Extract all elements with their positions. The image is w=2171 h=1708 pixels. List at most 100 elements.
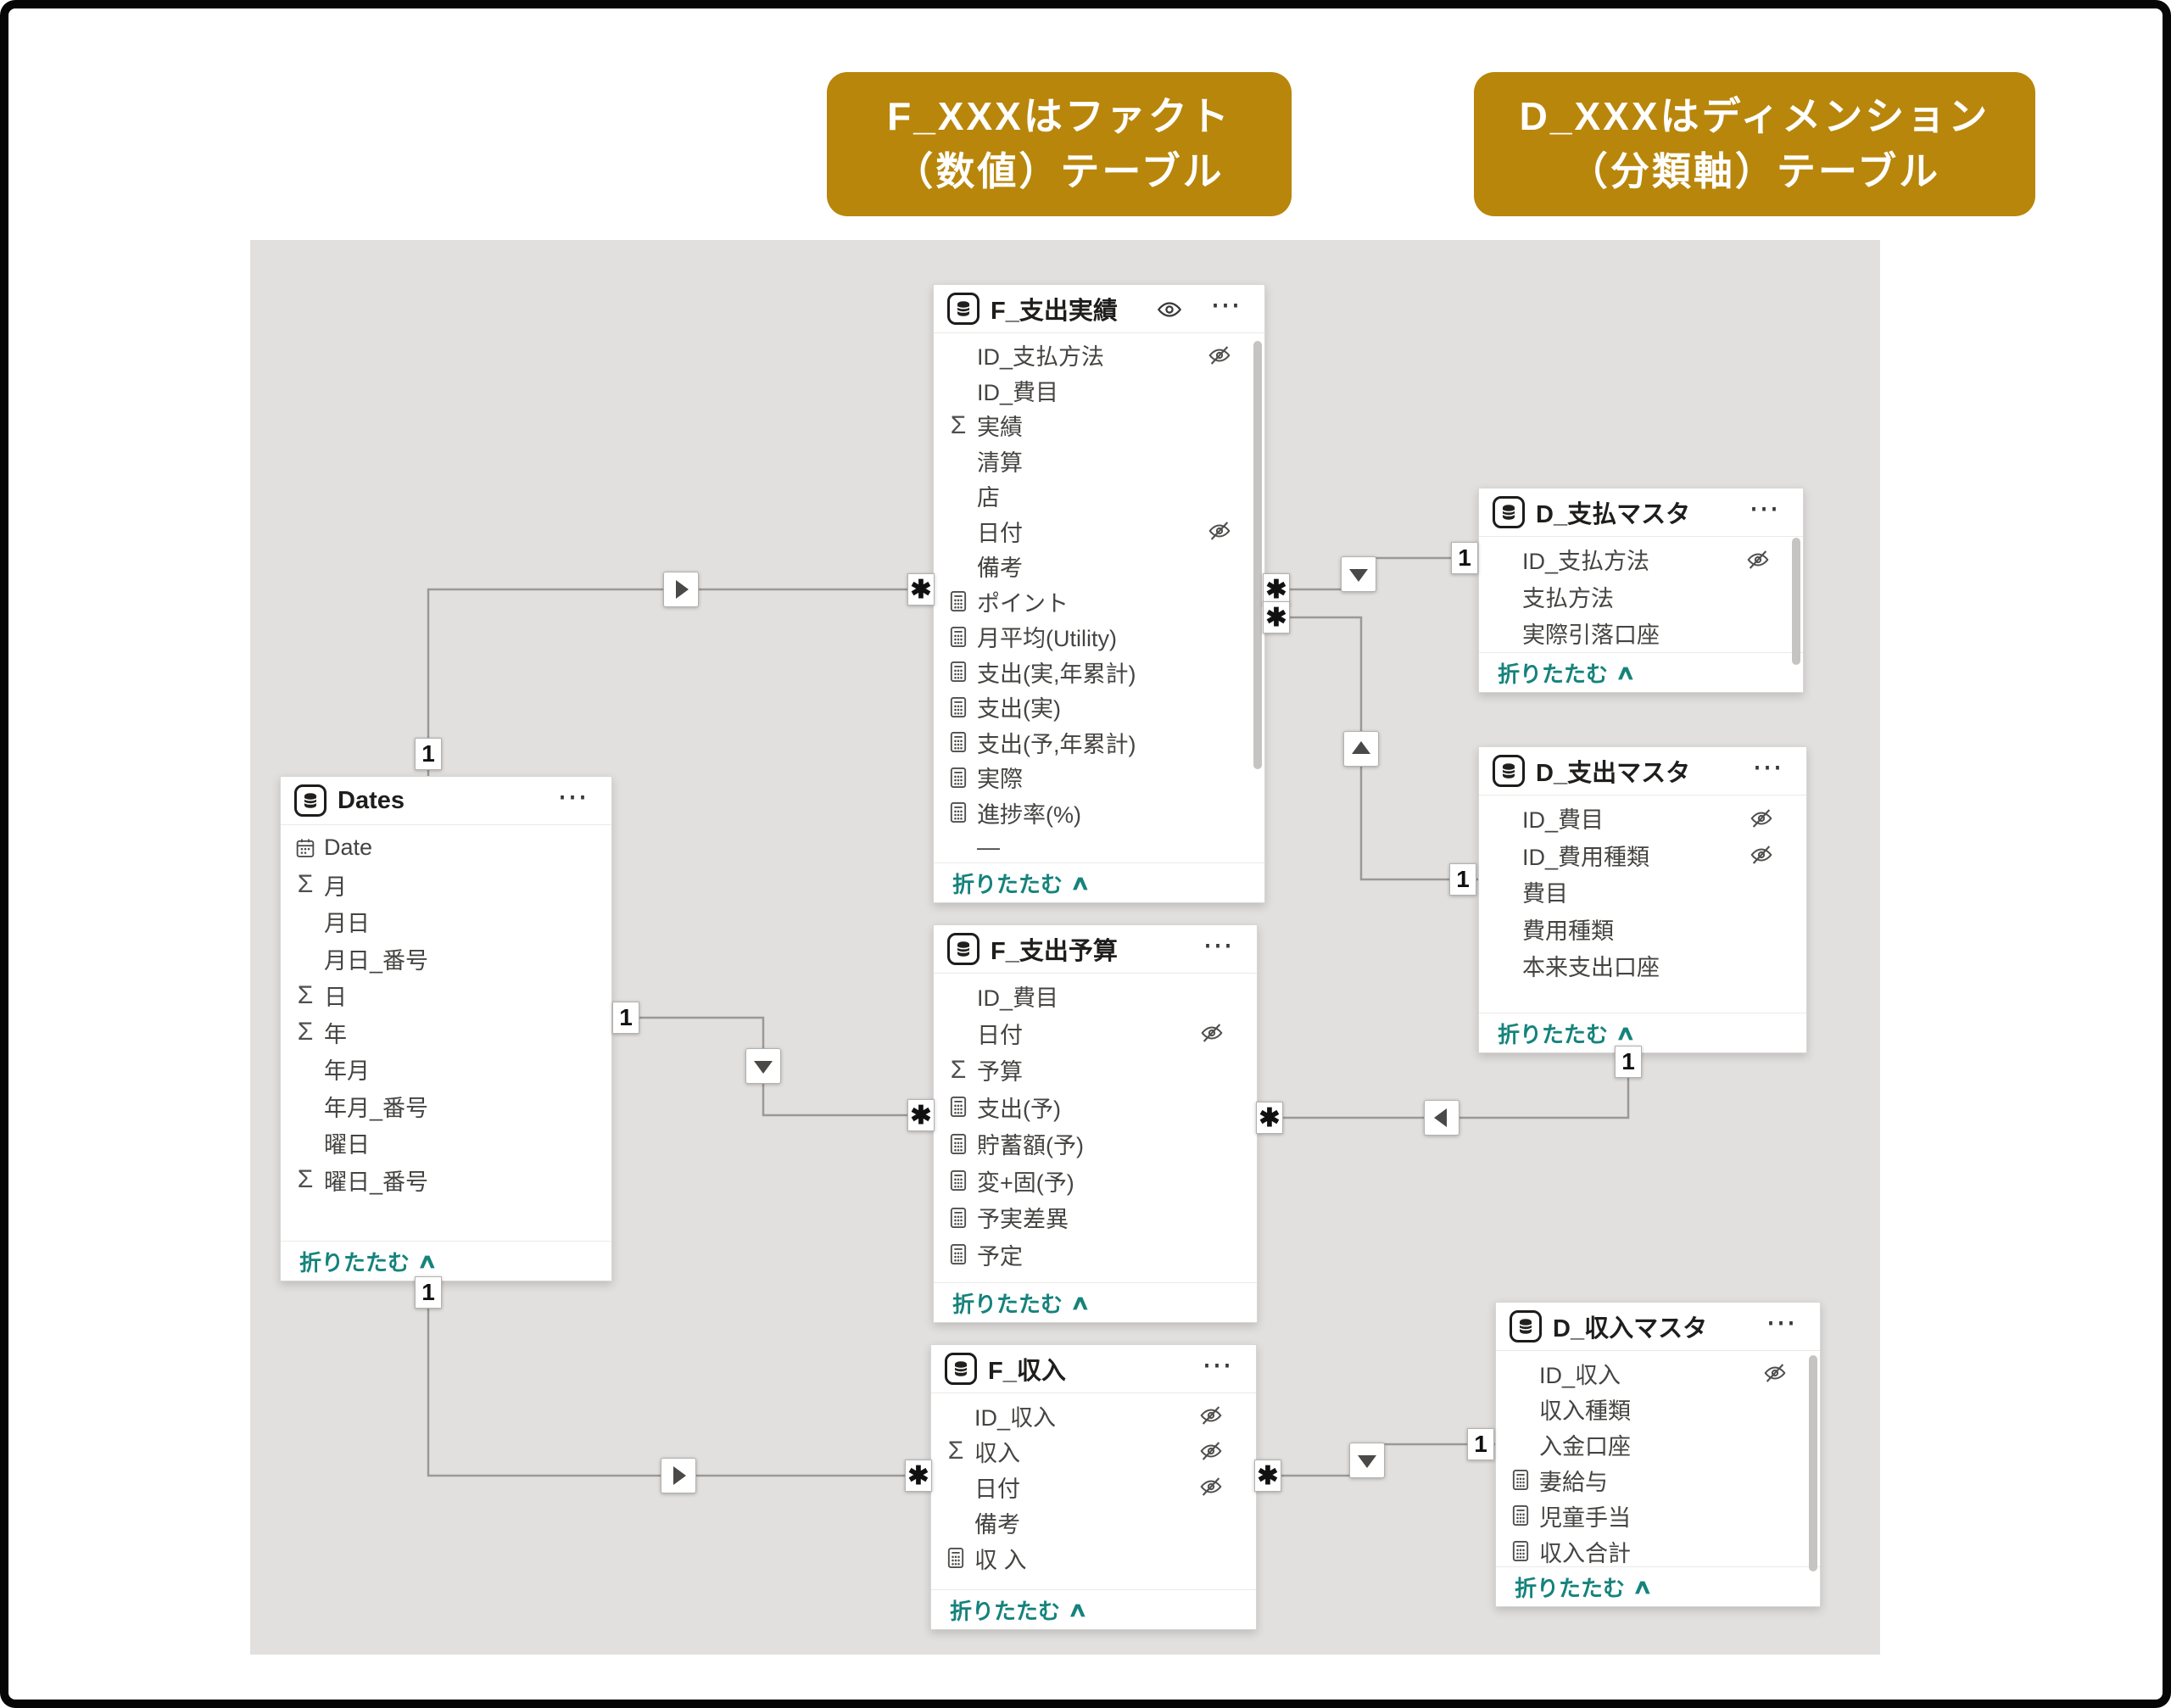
field-row[interactable]: 収入合計 [1496,1533,1808,1569]
field-row[interactable]: 貯蓄額(予) [934,1125,1245,1163]
eye-icon[interactable] [1156,296,1183,323]
field-row[interactable]: 費用種類 [1479,911,1794,948]
field-row[interactable]: ID_支払方法 [1479,541,1791,578]
cardinality-one[interactable]: 1 [1615,1046,1642,1078]
cardinality-many[interactable]: ✱ [1256,1102,1283,1134]
table-card-header[interactable]: Dates ⋯ [281,777,611,825]
table-card-Dates[interactable]: Dates ⋯ Date Σ 月 [280,776,612,1281]
field-row[interactable]: ID_費目 [934,978,1245,1015]
more-options-icon[interactable]: ⋯ [1203,927,1235,962]
table-card-F_収入[interactable]: F_収入 ⋯ ID_収入 Σ 収入 [930,1344,1257,1630]
field-row[interactable]: 予実差異 [934,1199,1245,1236]
cardinality-many[interactable]: ✱ [905,1460,932,1492]
field-row[interactable]: 予定 [934,1236,1245,1274]
cardinality-one[interactable]: 1 [1449,863,1476,896]
field-row[interactable]: 月日_番号 [281,941,600,978]
field-row[interactable]: 支払方法 [1479,578,1791,616]
field-row[interactable]: 年月 [281,1051,600,1088]
cardinality-one[interactable]: 1 [415,738,442,770]
table-card-header[interactable]: D_支払マスタ ⋯ [1479,488,1803,537]
field-row[interactable]: 支出(予) [934,1089,1245,1126]
vertical-scrollbar[interactable] [1253,341,1262,769]
field-row[interactable]: 費目 [1479,874,1794,911]
field-row[interactable]: 妻給与 [1496,1462,1808,1498]
field-row[interactable]: 支出(予,年累計) [934,725,1253,761]
field-row[interactable]: 実際 [934,760,1253,795]
field-row[interactable]: 日付 [934,514,1253,550]
field-row[interactable]: 本来支出口座 [1479,947,1794,985]
field-row[interactable]: 日付 [931,1469,1244,1504]
field-row[interactable]: ID_収入 [931,1398,1244,1433]
table-card-header[interactable]: F_支出実績 ⋯ [934,285,1264,333]
more-options-icon[interactable]: ⋯ [1202,1347,1234,1381]
table-card-D_支出マスタ[interactable]: D_支出マスタ ⋯ ID_費目 ID_費用種類 [1478,746,1807,1053]
table-card-D_収入マスタ[interactable]: D_収入マスタ ⋯ ID_収入 収入種類 [1495,1302,1821,1607]
filter-direction-down-icon[interactable] [745,1048,781,1084]
vertical-scrollbar[interactable] [1809,1355,1817,1571]
field-row[interactable]: Σ 月 [281,867,600,904]
field-row[interactable]: 支出(実) [934,689,1253,725]
table-card-D_支払マスタ[interactable]: D_支払マスタ ⋯ ID_支払方法 支払方法 [1478,488,1804,693]
cardinality-one[interactable]: 1 [415,1276,442,1309]
cardinality-many[interactable]: ✱ [907,573,935,606]
table-card-header[interactable]: D_支出マスタ ⋯ [1479,747,1806,795]
field-row[interactable]: ID_収入 [1496,1355,1808,1391]
collapse-link[interactable]: 折りたたむ ∧ [952,868,1091,899]
relationship-line[interactable] [427,588,933,776]
field-row[interactable]: 曜日 [281,1125,600,1162]
field-row[interactable]: 収 入 [931,1540,1244,1576]
filter-direction-down-icon[interactable] [1341,556,1376,592]
table-card-header[interactable]: F_支出予算 ⋯ [934,925,1257,974]
filter-direction-right-icon[interactable] [663,572,699,607]
table-card-F_支出予算[interactable]: F_支出予算 ⋯ ID_費目 日付 Σ [933,924,1258,1323]
more-options-icon[interactable]: ⋯ [557,779,589,813]
more-options-icon[interactable]: ⋯ [1210,287,1242,321]
field-row[interactable]: 児童手当 [1496,1498,1808,1533]
filter-direction-right-icon[interactable] [661,1458,696,1493]
field-row[interactable]: Σ 収入 [931,1433,1244,1469]
field-row[interactable]: 収入種類 [1496,1391,1808,1426]
relationship-line[interactable] [427,1281,930,1477]
more-options-icon[interactable]: ⋯ [1766,1304,1798,1339]
field-row[interactable]: Σ 年 [281,1014,600,1052]
field-row[interactable]: 日付 [934,1015,1245,1052]
cardinality-many[interactable]: ✱ [907,1099,935,1131]
hidden-eye-icon[interactable] [1749,806,1774,831]
collapse-link[interactable]: 折りたたむ ∧ [1498,657,1636,689]
cardinality-one[interactable]: 1 [1467,1428,1494,1460]
filter-direction-left-icon[interactable] [1424,1100,1459,1136]
field-row[interactable]: 変+固(予) [934,1163,1245,1200]
cardinality-many[interactable]: ✱ [1263,601,1290,634]
cardinality-one[interactable]: 1 [1451,542,1478,574]
field-row[interactable]: 備考 [931,1504,1244,1540]
collapse-link[interactable]: 折りたたむ ∧ [952,1287,1091,1319]
field-row[interactable]: — [934,830,1253,866]
field-row[interactable]: 支出(実,年累計) [934,655,1253,690]
field-row[interactable]: 実際引落口座 [1479,615,1791,652]
table-card-header[interactable]: D_収入マスタ ⋯ [1496,1303,1820,1351]
hidden-eye-icon[interactable] [1207,343,1232,368]
table-card-F_支出実績[interactable]: F_支出実績 ⋯ ID_支払方法 [933,284,1265,903]
collapse-link[interactable]: 折りたたむ ∧ [299,1246,438,1277]
cardinality-many[interactable]: ✱ [1263,573,1290,606]
field-row[interactable]: ID_費用種類 [1479,837,1794,874]
field-row[interactable]: 備考 [934,549,1253,584]
field-row[interactable]: 入金口座 [1496,1426,1808,1462]
more-options-icon[interactable]: ⋯ [1749,490,1781,525]
vertical-scrollbar[interactable] [1792,538,1800,665]
collapse-link[interactable]: 折りたたむ ∧ [950,1594,1088,1626]
hidden-eye-icon[interactable] [1749,842,1774,868]
more-options-icon[interactable]: ⋯ [1752,749,1784,784]
field-row[interactable]: Σ 日 [281,977,600,1014]
table-card-header[interactable]: F_収入 ⋯ [931,1345,1256,1393]
filter-direction-down-icon[interactable] [1349,1443,1385,1478]
field-row[interactable]: 店 [934,478,1253,514]
cardinality-one[interactable]: 1 [612,1002,639,1034]
field-row[interactable]: 進捗率(%) [934,795,1253,831]
hidden-eye-icon[interactable] [1198,1474,1224,1499]
field-row[interactable]: ID_費目 [934,373,1253,409]
field-row[interactable]: 年月_番号 [281,1088,600,1125]
hidden-eye-icon[interactable] [1762,1360,1788,1386]
hidden-eye-icon[interactable] [1745,547,1771,572]
field-row[interactable]: ポイント [934,584,1253,620]
